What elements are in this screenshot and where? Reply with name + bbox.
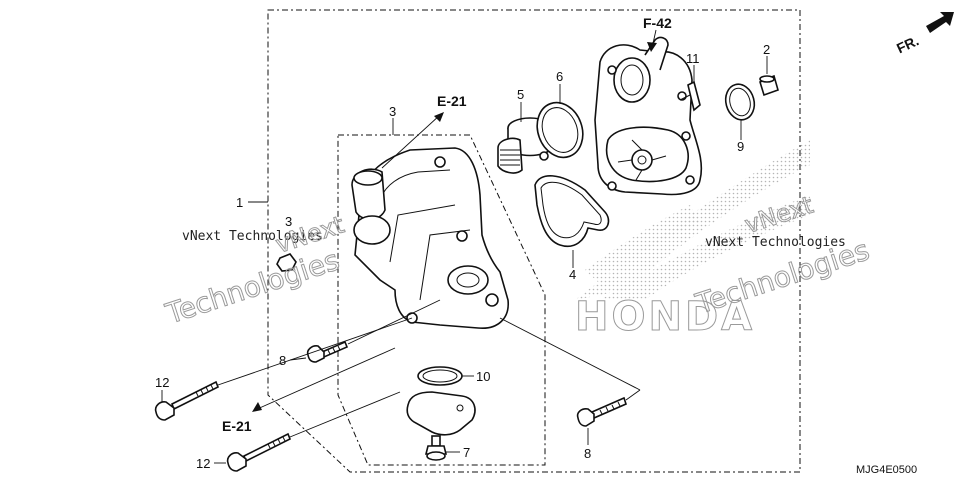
assembly-outline [267, 9, 801, 473]
callout-4: 4 [569, 267, 576, 282]
bolt-8-right [576, 396, 627, 427]
callout-6: 6 [556, 69, 563, 84]
watermark-left: vNext Technologies vNext Technologies [161, 210, 348, 331]
honda-wing-logo: HONDA [575, 140, 810, 341]
water-pump-body [594, 36, 703, 196]
watermark-right-line2: vNext [741, 191, 816, 239]
fr-label: FR. [894, 32, 921, 56]
front-direction-arrow: FR. [894, 12, 954, 56]
watermark-left-line1: vNext Technologies [182, 229, 323, 244]
nut-3 [276, 253, 297, 272]
bolt-7 [424, 435, 448, 461]
callout-11: 11 [686, 51, 700, 66]
leader-lines [161, 29, 768, 464]
callout-12-upper: 12 [155, 375, 169, 390]
bolt-12-upper [154, 380, 220, 421]
callout-3-nut: 3 [285, 214, 292, 229]
subassembly-outline [337, 134, 546, 466]
watermark-right-line1: vNext Technologies [705, 235, 846, 250]
callout-3: 3 [389, 104, 396, 119]
callout-2: 2 [763, 42, 770, 57]
clip-11 [687, 80, 701, 112]
water-pump-cover [351, 147, 509, 329]
cover-plate [406, 391, 476, 436]
drawing-code: MJG4E0500 [856, 464, 917, 476]
callout-1: 1 [236, 195, 243, 210]
gasket-4 [534, 175, 610, 247]
ref-f42: F-42 [643, 15, 672, 31]
callout-8-left: 8 [279, 353, 286, 368]
bolt-12-lower [226, 432, 292, 472]
callout-7: 7 [463, 445, 470, 460]
callout-5: 5 [517, 87, 524, 102]
o-ring-9 [724, 83, 756, 121]
callout-10: 10 [476, 369, 490, 384]
ref-e21-top: E-21 [437, 93, 467, 109]
callout-12-lower: 12 [196, 456, 210, 471]
callout-9: 9 [737, 139, 744, 154]
ref-e21-bottom: E-21 [222, 418, 252, 434]
watermark-left-line3: Technologies [161, 243, 343, 330]
callout-8-right: 8 [584, 446, 591, 461]
honda-logo-text: HONDA [575, 294, 755, 340]
